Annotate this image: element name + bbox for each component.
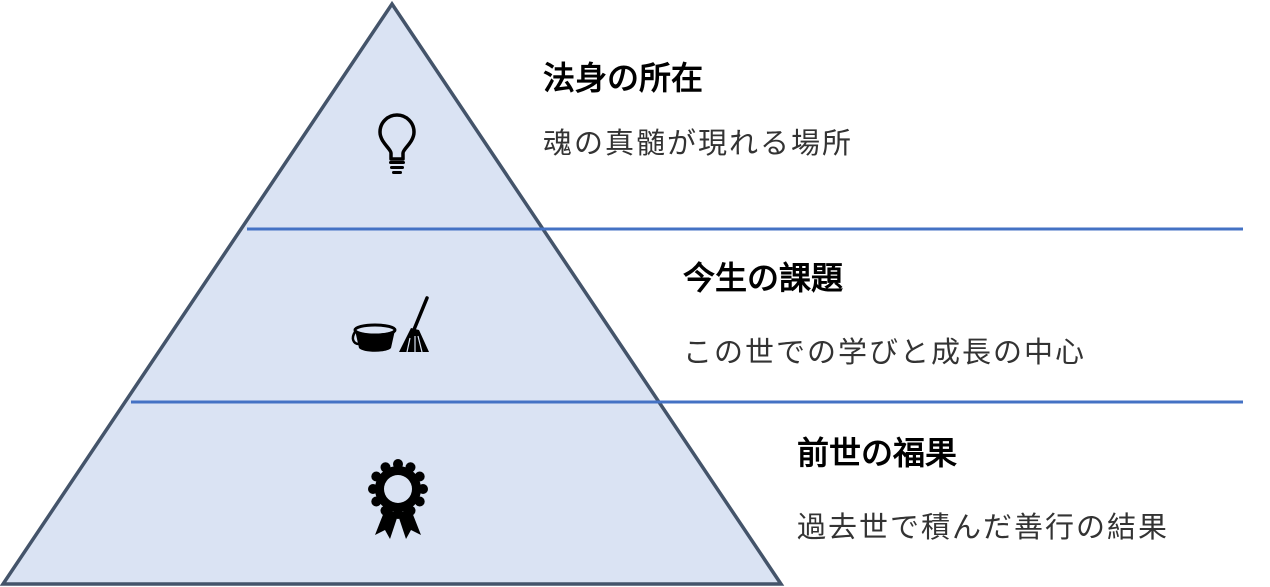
tier-title-middle: 今生の課題 <box>683 259 844 297</box>
bucket-broom-icon <box>351 296 429 353</box>
pyramid-shape <box>0 0 785 586</box>
tier-title-bottom: 前世の福果 <box>797 434 958 472</box>
tier-title-top: 法身の所在 <box>543 59 704 97</box>
award-ribbon-icon <box>368 459 428 539</box>
tier-description-bottom: 過去世で積んだ善行の結果 <box>797 510 1170 544</box>
lightbulb-icon <box>378 113 416 174</box>
tier-description-top: 魂の真髄が現れる場所 <box>543 126 854 160</box>
tier-description-middle: この世での学びと成長の中心 <box>683 335 1087 369</box>
